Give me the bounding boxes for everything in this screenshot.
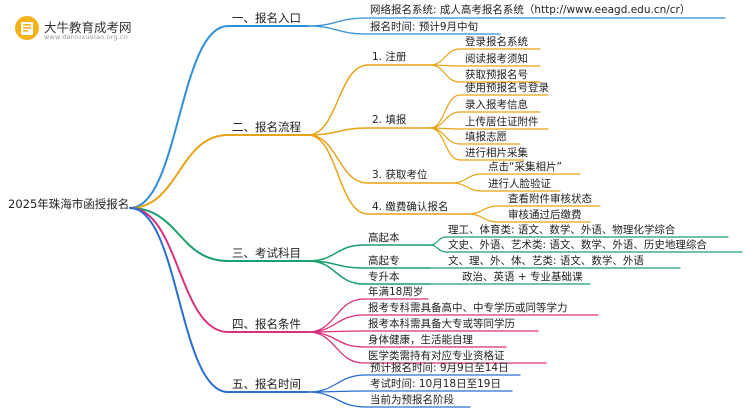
edge-s1-1 [307,25,367,35]
s4-item-5: 医学类需持有对应专业资格证 [368,350,505,362]
s4-item-2: 报考专科需具备高中、中专学历或同等学力 [368,302,568,314]
s2-step-2: 2. 填报 [372,114,407,126]
edge-s2-1-1 [429,111,461,129]
s3-cat-2-item-1: 文、理、外、体、艺类: 语文、数学、外语 [448,255,644,267]
edge-s3-0-0 [429,236,447,246]
edge-s3-cat-2 [307,260,365,285]
s2-step-1: 1. 注册 [372,51,407,63]
edge-s2-0-0 [429,48,461,66]
s2-step-1-item-2: 阅读报考须知 [465,53,528,65]
edge-root-s2 [129,134,229,209]
s2-step-1-item-1: 登录报名系统 [465,36,528,48]
logo-url: www.daniuxuelao.org.cn [44,33,129,41]
edge-root-s5 [129,207,229,393]
edge-s4-1 [307,314,365,333]
s2-step-2-item-4: 填报志愿 [465,131,507,143]
edge-s4-4 [307,331,365,364]
site-logo: 大牛教育成考网 www.daniuxuelao.org.cn [10,12,160,46]
edge-s5-2 [307,391,367,408]
edge-s1-0 [307,17,367,27]
edge-s2-1-0 [429,94,461,129]
edge-s2-2-0 [451,173,483,184]
s5-item-1: 预计报名时间: 9月9日至14日 [370,362,509,374]
section-4-label: 四、报名条件 [232,317,301,331]
s2-step-2-item-5: 进行相片采集 [465,147,528,159]
s2-step-2-item-2: 录入报考信息 [465,99,528,111]
s2-step-4: 4. 缴费确认报名 [372,201,449,213]
edge-s2-step-0 [307,64,369,136]
section-5-label: 五、报名时间 [232,377,301,391]
s2-step-3: 3. 获取考位 [372,169,428,181]
s4-item-1: 年满18周岁 [368,286,424,298]
edge-s2-0-2 [429,64,461,83]
edge-s5-0 [307,374,367,393]
edge-root-s1 [129,25,229,209]
s1-item-2: 报名时间: 预计9月中旬 [370,21,479,33]
s1-item-1: 网络报名系统: 成人高考报名系统（http://www.eeagd.edu.cn… [370,4,691,16]
edge-s2-3-1 [467,213,499,223]
edge-s2-step-1 [307,127,369,136]
s5-item-3: 当前为预报名阶段 [370,394,454,406]
s2-step-4-item-2: 审核通过后缴费 [508,209,582,221]
edge-root-s3 [129,207,229,262]
s2-step-2-item-3: 上传居住证附件 [465,116,539,128]
s4-item-4: 身体健康，生活能自理 [368,334,473,346]
s2-step-4-item-1: 查看附件审核状态 [508,193,592,205]
edge-s3-0-1 [429,244,447,253]
logo-name: 大牛教育成考网 [44,20,132,35]
s3-cat-1-item-1: 理工、体育类: 语文、数学、外语、物理化学综合 [448,224,676,236]
s4-item-3: 报考本科需具备大专或等同学历 [368,318,515,330]
edge-s2-1-3 [429,127,461,145]
edge-s2-2-1 [451,182,483,192]
s2-step-2-item-1: 使用预报名号登录 [465,82,549,94]
section-3-label: 三、考试科目 [232,246,301,260]
s3-cat-3: 专升本 [368,271,400,283]
s5-item-2: 考试时间: 10月18日至19日 [370,378,501,390]
edge-s4-3 [307,331,365,348]
s2-step-3-item-1: 点击“采集相片” [488,161,562,173]
s3-cat-3-item-1: 政治、英语 + 专业基础课 [462,271,583,283]
edge-s2-3-0 [467,205,499,215]
root-node: 2025年珠海市函授报名 [8,197,130,211]
edge-s2-step-3 [307,134,369,215]
s3-cat-2: 高起专 [368,255,400,267]
s2-step-3-item-2: 进行人脸验证 [488,178,551,190]
section-1-label: 一、报名入口 [232,11,301,25]
s3-cat-1: 高起本 [368,232,400,244]
s2-step-1-item-3: 获取预报名号 [465,69,528,81]
edge-root-s4 [129,207,229,333]
s3-cat-1-item-2: 文史、外语、艺术类: 语文、数学、外语、历史地理综合 [448,239,707,251]
section-2-label: 二、报名流程 [232,120,301,134]
edge-s2-1-4 [429,127,461,161]
edge-s3-cat-0 [307,244,365,262]
book-logo-icon [15,16,39,40]
